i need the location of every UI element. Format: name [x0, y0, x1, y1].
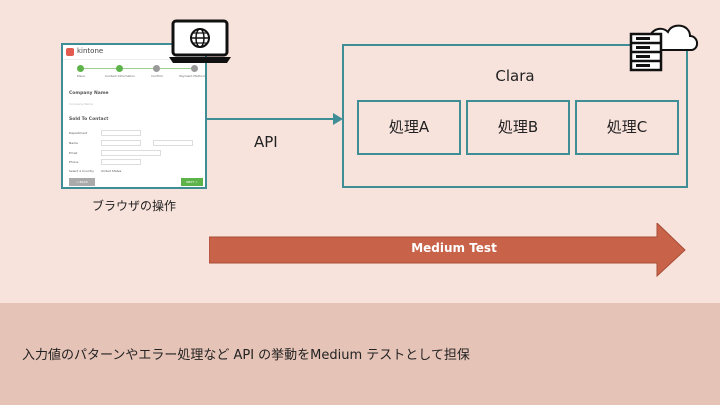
- step-label: Payment Method: [179, 74, 205, 78]
- department-field[interactable]: [101, 130, 141, 136]
- steps-progress-line: [79, 68, 191, 69]
- company-section-title: Company Name: [69, 91, 109, 96]
- next-button[interactable]: NEXT >: [181, 178, 203, 186]
- kintone-app-name: kintone: [77, 47, 104, 55]
- last-name-field[interactable]: [153, 140, 193, 146]
- step-dot-contact: [116, 65, 123, 72]
- step-label: Plans: [77, 74, 85, 78]
- step-dot-payment: [191, 65, 198, 72]
- browser-operation-label: ブラウザの操作: [91, 199, 176, 213]
- form-row-label: Phone: [69, 160, 79, 164]
- clara-title: Clara: [495, 67, 535, 85]
- step-label: Confirm: [151, 74, 163, 78]
- api-arrow: [207, 113, 343, 125]
- contact-section-title: Sold To Contact: [69, 117, 109, 122]
- form-row-label: Name: [69, 141, 78, 145]
- step-label: Contact Information: [105, 74, 135, 78]
- email-field[interactable]: [101, 150, 161, 156]
- company-placeholder: Company Name: [69, 102, 94, 106]
- phone-field[interactable]: [101, 159, 141, 165]
- medium-test-label: Medium Test: [411, 241, 497, 255]
- back-button[interactable]: < BACK: [69, 178, 95, 186]
- browser-screenshot: kintone Plans Contact Information Confir…: [61, 43, 207, 189]
- kintone-logo-icon: [66, 48, 74, 56]
- server-cloud-icon: [629, 24, 698, 72]
- form-row-label: Select a Country: [69, 169, 94, 173]
- summary-caption: 入力値のパターンやエラー処理など API の挙動をMedium テストとして担保: [22, 348, 470, 363]
- clara-system-box: Clara 処理A 処理B 処理C: [342, 44, 688, 188]
- kintone-header: kintone: [63, 45, 205, 60]
- api-label: API: [254, 133, 278, 151]
- first-name-field[interactable]: [101, 140, 141, 146]
- process-a-box: 処理A: [357, 100, 461, 155]
- form-row-label: Department: [69, 131, 88, 135]
- caption-band: [0, 303, 720, 405]
- laptop-globe-icon: [169, 19, 231, 63]
- step-dot-confirm: [153, 65, 160, 72]
- step-dot-plans: [77, 65, 84, 72]
- process-b-box: 処理B: [466, 100, 570, 155]
- country-select[interactable]: United States: [101, 169, 122, 173]
- form-row-label: Email: [69, 151, 78, 155]
- process-c-box: 処理C: [575, 100, 679, 155]
- medium-test-arrow: [209, 223, 686, 277]
